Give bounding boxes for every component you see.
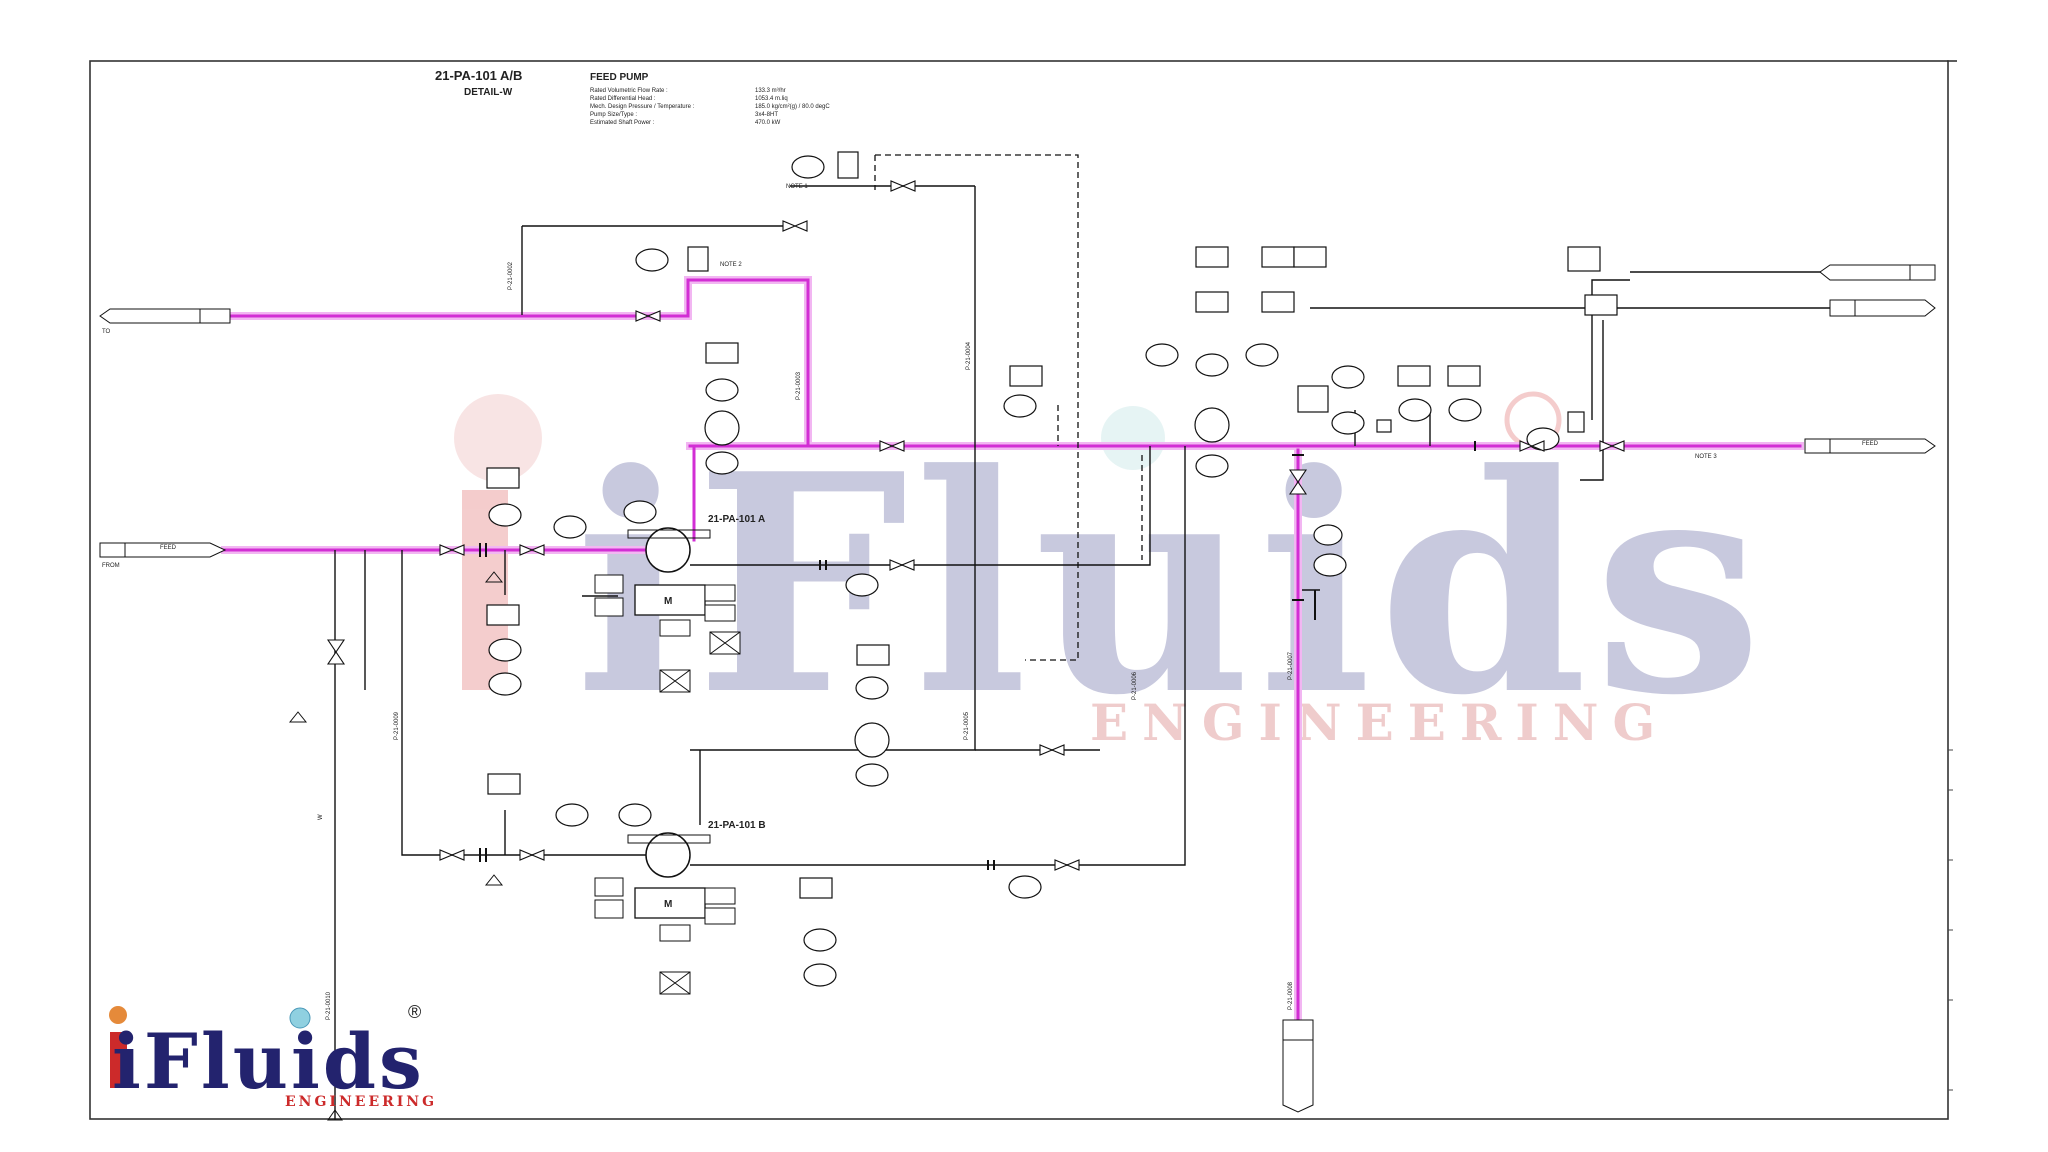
logo-bubble-small-icon (289, 1007, 311, 1029)
logo-registered: ® (408, 1002, 421, 1022)
line-upper-left (228, 278, 810, 447)
pump-a: M 21-PA-101 A (594, 514, 765, 637)
black-piping (334, 185, 1830, 1120)
svg-text:P-21-0003: P-21-0003 (796, 371, 802, 400)
offpage-feed-out: FEED (1804, 438, 1936, 454)
pump-b-motor-icon: M (664, 899, 672, 910)
detail-label: DETAIL-W (464, 87, 513, 98)
pump-b-skid (627, 834, 711, 844)
svg-text:P-21-0010: P-21-0010 (326, 991, 332, 1020)
offpage-bottom (1282, 1019, 1314, 1113)
offpage-feed-in: FEED FROM (99, 542, 227, 569)
svg-text:P-21-0009: P-21-0009 (394, 711, 400, 740)
watermark: iFluids ENGINEERING (454, 391, 1769, 761)
instrument-boxes (486, 246, 1618, 899)
pump-b: M 21-PA-101 B (594, 820, 766, 993)
offpage-arrow-icon (99, 308, 231, 324)
crossed-boxes (659, 631, 741, 995)
watermark-text: iFluids (575, 408, 1769, 761)
flange-ticks (479, 441, 1476, 870)
note-1-label: NOTE 1 (786, 184, 808, 190)
offpage-top-right (1819, 264, 1936, 317)
pump-a-casing (645, 527, 691, 573)
instrument-bubbles (488, 155, 1560, 987)
line-numbers: P-21-0002 P-21-0003 P-21-0004 P-21-0005 … (318, 261, 1294, 1020)
svg-text:P-21-0007: P-21-0007 (1288, 651, 1294, 680)
frame-ticks (1948, 749, 1953, 1091)
equipment-name: FEED PUMP (590, 72, 649, 83)
logo-subtext: ENGINEERING (285, 1094, 437, 1110)
svg-text:P-21-0004: P-21-0004 (966, 341, 972, 370)
pump-a-tag: 21-PA-101 A (708, 514, 765, 525)
spec-value: 470.0 kW (755, 120, 781, 126)
spec-label: Rated Volumetric Flow Rate : (590, 88, 668, 94)
spec-value: 185.0 kg/cm²(g) / 80.0 degC (755, 104, 830, 110)
spec-value: 3x4-8HT (755, 112, 778, 118)
watermark-bubble-mid-icon (1101, 406, 1165, 470)
equipment-tag: 21-PA-101 A/B (435, 68, 522, 83)
pump-a-skid (627, 529, 711, 539)
offpage-upper-left: TO (99, 308, 231, 335)
note-2-label: NOTE 2 (720, 262, 742, 268)
spec-list: Rated Volumetric Flow Rate : 133.3 m³/hr… (590, 88, 830, 126)
svg-text:P-21-0006: P-21-0006 (1132, 671, 1138, 700)
svg-text:W: W (318, 814, 324, 820)
signal-lines (874, 154, 1143, 661)
svg-text:P-21-0008: P-21-0008 (1288, 981, 1294, 1010)
spec-label: Rated Differential Head : (590, 96, 656, 102)
offpage-arrow-icon (99, 542, 227, 558)
valves (326, 180, 1625, 871)
watermark-bubble-left-icon (454, 394, 542, 482)
svg-text:P-21-0002: P-21-0002 (508, 261, 514, 290)
note-3-label: NOTE 3 (1695, 454, 1717, 460)
spec-value: 1053.4 m.liq (755, 96, 788, 102)
pump-a-motor-icon: M (664, 596, 672, 607)
logo-text: iFluids (112, 1017, 425, 1106)
valve-actuators (687, 151, 1585, 433)
pump-b-motor-frame (634, 887, 706, 919)
logo-i-stem (110, 1032, 127, 1088)
offpage-arrow-icon (1804, 438, 1936, 454)
ifluids-logo: iFluids ® ENGINEERING (109, 1002, 437, 1110)
drawing-frame (89, 60, 1949, 1120)
watermark-subtext: ENGINEERING (1090, 693, 1669, 752)
spec-label: Estimated Shaft Power : (590, 120, 655, 126)
spec-label: Pump Size/Type : (590, 112, 637, 118)
spec-label: Mech. Design Pressure / Temperature : (590, 104, 695, 110)
drain-symbols (288, 571, 504, 1121)
logo-bubble-icon (109, 1006, 127, 1024)
pump-b-casing (645, 832, 691, 878)
offpage-from-label: FROM (102, 563, 120, 569)
pump-b-tag: 21-PA-101 B (708, 820, 766, 831)
offpage-feed-label: FEED (160, 545, 177, 551)
spec-value: 133.3 m³/hr (755, 88, 786, 94)
offpage-feed-out-label: FEED (1862, 441, 1879, 447)
svg-text:P-21-0005: P-21-0005 (964, 711, 970, 740)
offpage-to-label: TO (102, 329, 111, 335)
